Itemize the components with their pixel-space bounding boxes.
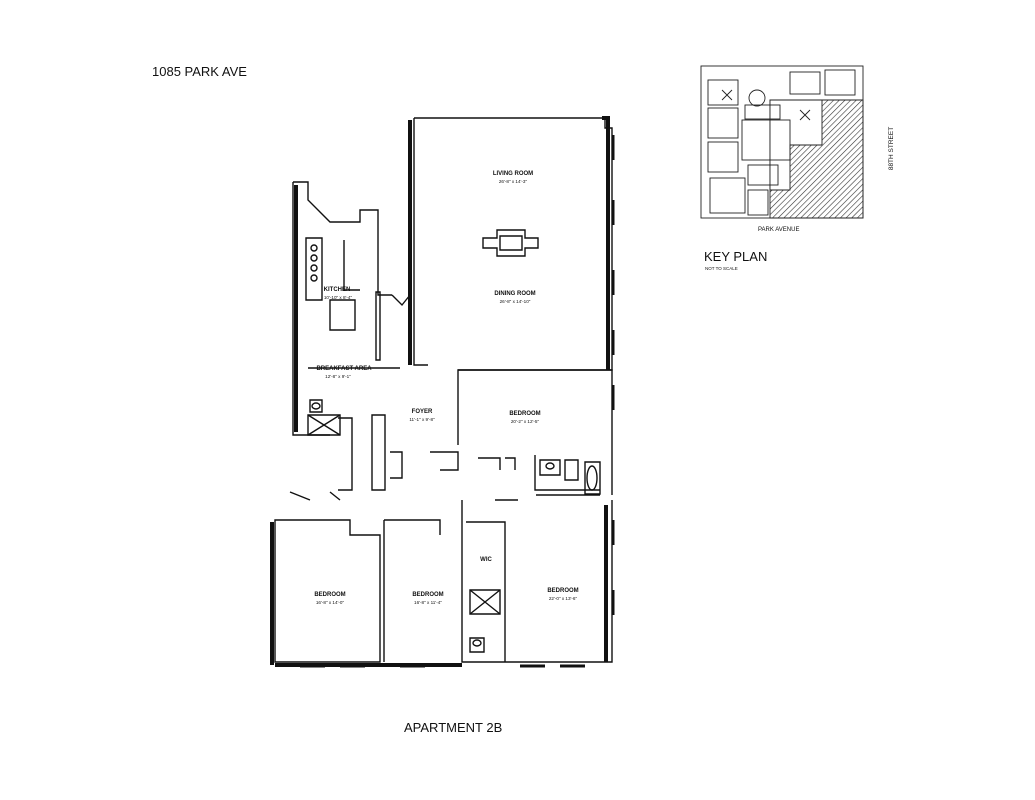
kitchen-walls <box>292 181 392 436</box>
room-label-kitchen: KITCHEN <box>323 287 351 293</box>
fireplace <box>482 229 539 257</box>
lower-bedroom-walls <box>274 519 381 663</box>
room-dims-dining-room: 26'-8" x 14'-10" <box>499 299 531 304</box>
bath-main <box>539 459 561 476</box>
room-label-foyer: FOYER <box>411 409 433 415</box>
key-plan-avenue-label: PARK AVENUE <box>758 227 800 233</box>
room-label-bedroom-2: BEDROOM <box>412 592 444 598</box>
room-label-wic: WIC <box>480 557 492 563</box>
room-dims-foyer: 11'-1" x 9'-8" <box>409 417 435 422</box>
room-dims-kitchen: 10'-10" x 8'-4" <box>323 295 353 300</box>
key-plan-drawing <box>700 65 864 219</box>
room-label-living-room: LIVING ROOM <box>492 171 534 177</box>
apartment-label: APARTMENT 2B <box>404 720 503 735</box>
room-dims-living-room: 26'-8" x 14'-3" <box>498 179 528 184</box>
room-dims-bedroom-1: 16'-8" x 14'-0" <box>315 600 345 605</box>
room-dims-bedroom-main: 20'-2" x 12'-5" <box>510 419 540 424</box>
room-dims-bedroom-3: 22'-0" x 13'-6" <box>548 596 578 601</box>
building-address: 1085 PARK AVE <box>152 64 247 79</box>
room-label-dining-room: DINING ROOM <box>494 291 536 297</box>
room-dims-breakfast-area: 12'-8" x 9'-1" <box>325 374 351 379</box>
room-label-breakfast-area: BREAKFAST AREA <box>316 366 372 372</box>
room-label-bedroom-3: BEDROOM <box>547 588 579 594</box>
room-label-bedroom-1: BEDROOM <box>314 592 346 598</box>
key-plan-title: KEY PLAN <box>704 249 768 264</box>
key-plan-scale-note: NOT TO SCALE <box>705 266 738 271</box>
key-plan-street-label: 88TH STREET <box>888 126 896 171</box>
room-label-bedroom-main: BEDROOM <box>509 411 541 417</box>
living-dining-walls <box>413 117 613 445</box>
room-dims-bedroom-2: 16'-8" x 11'-4" <box>414 600 442 605</box>
